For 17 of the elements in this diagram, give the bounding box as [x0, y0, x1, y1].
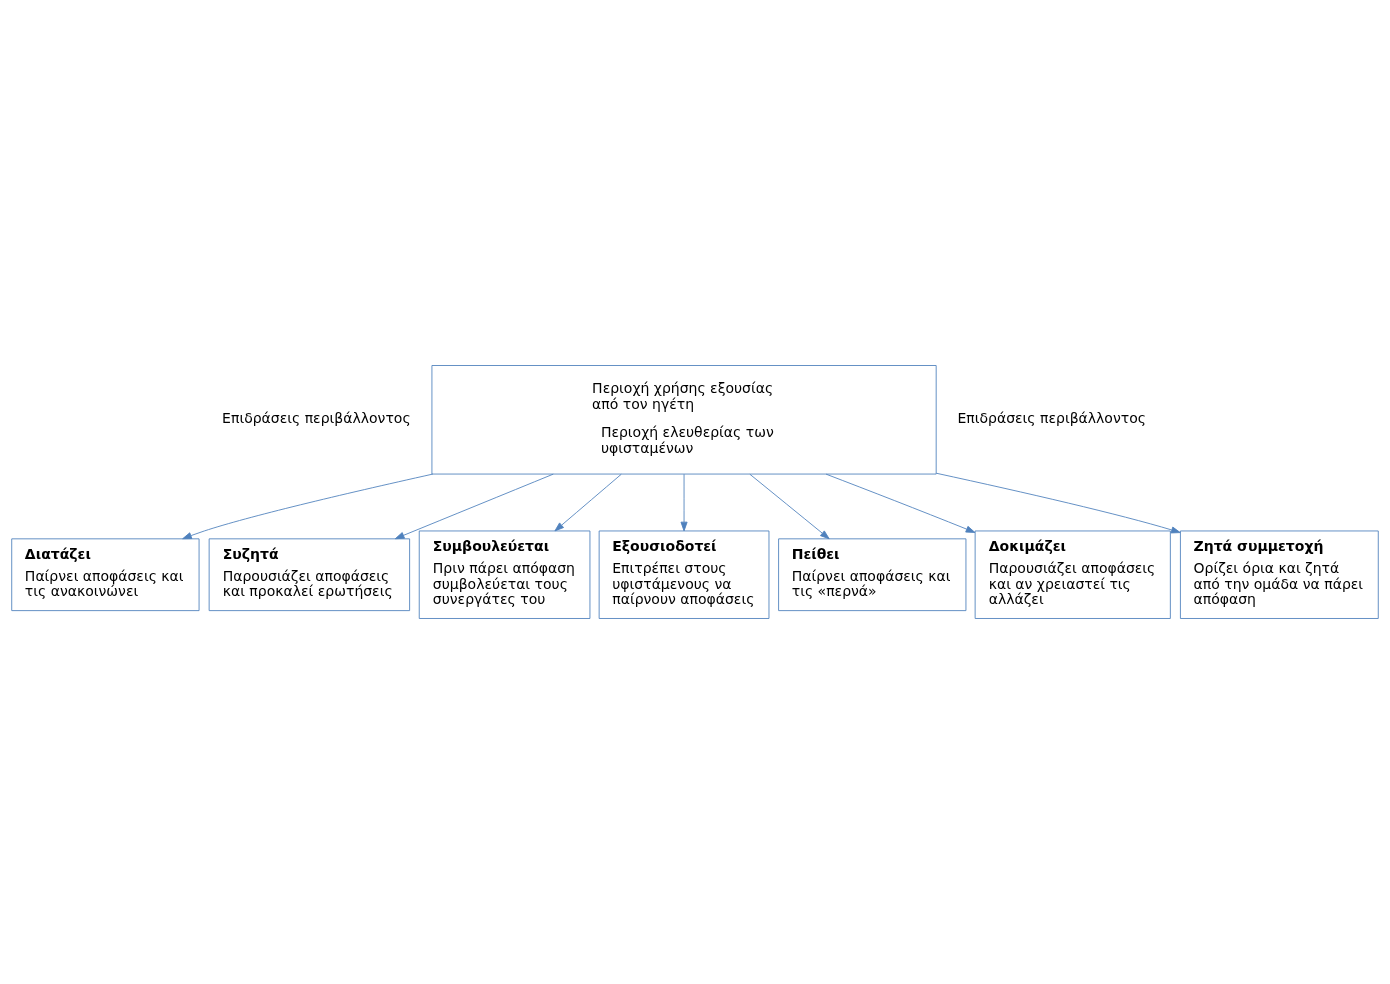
node-box: Διατάζει Παίρνει αποφάσεις και τις ανακοινώνει	[11, 538, 200, 612]
node-box: Συζητά Παρουσιάζει αποφάσεις και προκαλεί ερωτήσεις	[208, 538, 411, 612]
node-label: Επιδράσεις περιβάλλοντος	[957, 410, 1146, 427]
arrow	[749, 473, 830, 540]
arrow	[680, 473, 688, 532]
arrow	[394, 473, 554, 540]
node-box: Συμβουλεύεται Πριν πάρει απόφαση συμβολεύεται τους συνεργάτες του	[418, 530, 591, 619]
arrow	[182, 473, 434, 540]
node-box: Εξουσιοδοτεί Επιτρέπει στους υφιστάμενους να παίρνουν αποφάσεις	[598, 530, 770, 619]
node-box: Δοκιμάζει Παρουσιάζει αποφάσεις και αν χρειαστεί τις αλλάζει	[974, 530, 1171, 619]
node-box: Ζητά συμμετοχή Ορίζει όρια και ζητά από την ομάδα να πάρει απόφαση	[1180, 530, 1379, 619]
node-label: Επιδράσεις περιβάλλοντος	[222, 410, 411, 427]
node-box: Πείθει Παίρνει αποφάσεις και τις «περνά»	[778, 538, 967, 612]
arrow	[935, 472, 1181, 534]
arrow	[554, 473, 622, 532]
node-box: Περιοχή χρήσης εξουσίας από τον ηγέτη Περιοχή ελευθερίας των υφισταμένων	[431, 365, 937, 475]
arrow	[825, 473, 976, 533]
